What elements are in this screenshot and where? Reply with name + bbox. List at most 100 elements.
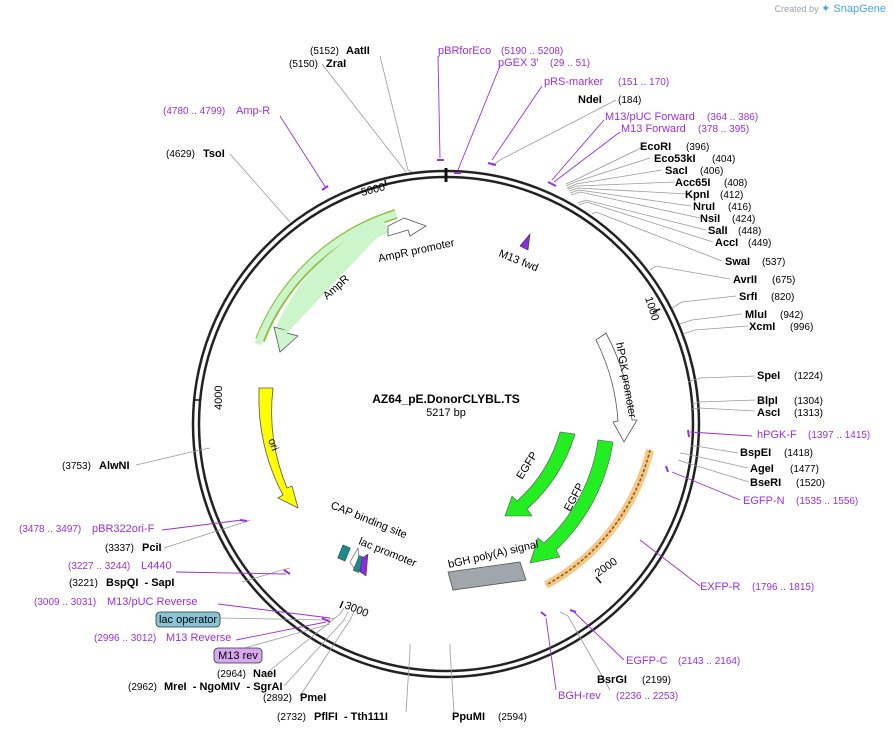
lac-operator-badge[interactable]	[155, 611, 221, 628]
primer-egfp-n[interactable]: EGFP-N	[743, 495, 785, 507]
site-ecori-pos: (396)	[686, 142, 709, 153]
site-kpni-pos: (412)	[720, 190, 743, 201]
site-eco53ki[interactable]: Eco53kI	[654, 153, 696, 165]
snapgene-logo: ✦ SnapGene	[821, 3, 886, 15]
primer-pbrforeco[interactable]: pBRforEco	[438, 45, 491, 57]
site-avrii[interactable]: AvrII	[733, 274, 757, 286]
primer-pgex3-range: (29 .. 51)	[550, 58, 590, 69]
m13-rev-arrow[interactable]	[359, 553, 369, 577]
site-blpi-pos: (1304)	[794, 396, 823, 407]
primer-m13-reverse[interactable]: M13 Reverse	[166, 632, 231, 644]
site-naei-pos: (2964)	[217, 669, 246, 680]
ampr-promoter-arrow[interactable]	[387, 217, 427, 237]
site-saci-pos: (406)	[700, 166, 723, 177]
site-agei-pos: (1477)	[790, 464, 819, 475]
site-nsii[interactable]: NsiI	[700, 213, 720, 225]
ori-label: ori	[265, 437, 280, 453]
primer-pbrforeco-range: (5190 .. 5208)	[501, 46, 563, 57]
primer-prs-marker[interactable]: pRS-marker	[544, 76, 604, 88]
site-bspei[interactable]: BspEI	[740, 447, 771, 459]
primer-marks	[239, 159, 690, 623]
site-saci[interactable]: SacI	[665, 165, 688, 177]
site-pmei[interactable]: PmeI	[300, 692, 326, 704]
site-naei[interactable]: NaeI	[253, 668, 276, 680]
site-pcii[interactable]: PciI	[142, 542, 162, 554]
site-zrai[interactable]: ZraI	[326, 58, 346, 70]
m13-rev-badge[interactable]	[213, 647, 263, 664]
site-asci-pos: (1313)	[794, 408, 823, 419]
site-aatii-pos: (5152)	[310, 46, 339, 57]
site-xcmi-pos: (996)	[790, 322, 813, 333]
primer-exfp-r-range: (1796 .. 1815)	[752, 582, 814, 593]
site-alwni[interactable]: AlwNI	[99, 460, 130, 472]
primer-hpgk-f[interactable]: hPGK-F	[757, 429, 797, 441]
site-bspqi[interactable]: BspQI - SapI	[106, 577, 174, 589]
site-ecori[interactable]: EcoRI	[640, 141, 671, 153]
primer-pgex3[interactable]: pGEX 3'	[498, 57, 539, 69]
primer-l4440-range: (3227 .. 3244)	[68, 561, 130, 572]
m13-fwd-arrow[interactable]	[519, 233, 531, 251]
site-bsrgi[interactable]: BsrGI	[597, 674, 627, 686]
site-tsoi[interactable]: TsoI	[203, 148, 225, 160]
site-avrii-pos: (675)	[772, 275, 795, 286]
primer-m13-reverse-range: (2996 .. 3012)	[94, 633, 156, 644]
egfp-outer-arrow[interactable]	[529, 439, 614, 564]
primer-bgh-rev[interactable]: BGH-rev	[558, 690, 601, 702]
site-agei[interactable]: AgeI	[750, 463, 774, 475]
site-ppumi[interactable]: PpuMI	[452, 711, 485, 723]
primer-exfp-r[interactable]: EXFP-R	[700, 581, 740, 593]
site-pflfi[interactable]: PflFI - Tth111I	[314, 711, 388, 723]
ori-arrow[interactable]	[258, 387, 299, 509]
bgh-polya-box[interactable]	[447, 561, 527, 591]
site-kpni[interactable]: KpnI	[685, 189, 709, 201]
site-bseri[interactable]: BseRI	[750, 477, 781, 489]
site-aatii[interactable]: AatII	[346, 45, 370, 57]
primer-pbr322ori-f[interactable]: pBR322ori-F	[92, 523, 155, 535]
plasmid-size: 5217 bp	[426, 407, 466, 419]
site-swai[interactable]: SwaI	[725, 256, 750, 268]
m13-rev-label: M13 rev	[218, 650, 258, 662]
site-spei[interactable]: SpeI	[757, 370, 780, 382]
restriction-sites: (5152) AatII (5150) ZraI NdeI (184) EcoR…	[62, 45, 825, 723]
site-ndei-pos: (184)	[618, 95, 641, 106]
hpgk-promoter-arrow[interactable]	[595, 332, 638, 443]
created-by-text: Created by	[774, 4, 819, 14]
egfp-inner-arrow[interactable]	[504, 431, 576, 517]
site-nsii-pos: (424)	[732, 214, 755, 225]
site-blpi[interactable]: BlpI	[757, 395, 778, 407]
tick-5000: 5000	[360, 181, 387, 199]
site-sali[interactable]: SalI	[708, 225, 728, 237]
site-zrai-pos: (5150)	[289, 59, 318, 70]
site-acc65i[interactable]: Acc65I	[675, 177, 710, 189]
primer-m13puc-reverse-range: (3009 .. 3031)	[34, 597, 96, 608]
primer-m13-forward[interactable]: M13 Forward	[621, 123, 686, 135]
site-srfi[interactable]: SrfI	[739, 291, 757, 303]
ampr-promoter-label: AmpR promoter	[377, 237, 456, 265]
site-pmei-pos: (2892)	[263, 693, 292, 704]
cap-site-box[interactable]	[337, 544, 351, 562]
brand-credit: Created by ✦ SnapGene	[775, 2, 886, 15]
primer-m13puc-forward[interactable]: M13/pUC Forward	[605, 111, 695, 123]
site-tsoi-pos: (4629)	[166, 149, 195, 160]
site-xcmi[interactable]: XcmI	[749, 321, 775, 333]
primer-egfp-c-range: (2143 .. 2164)	[678, 656, 740, 667]
site-asci[interactable]: AscI	[757, 407, 780, 419]
site-bsrgi-pos: (2199)	[642, 675, 671, 686]
site-mlui[interactable]: MluI	[745, 309, 767, 321]
primer-egfp-c[interactable]: EGFP-C	[626, 655, 668, 667]
site-mrei-pos: (2962)	[128, 682, 157, 693]
site-ndei[interactable]: NdeI	[578, 94, 602, 106]
m13-fwd-label: M13 fwd	[497, 248, 540, 275]
primer-m13puc-reverse[interactable]: M13/pUC Reverse	[107, 596, 197, 608]
plasmid-name: AZ64_pE.DonorCLYBL.TS	[372, 392, 520, 406]
primers: pBRforEco (5190 .. 5208) pGEX 3' (29 .. …	[19, 45, 870, 702]
site-acci[interactable]: AccI	[715, 237, 738, 249]
site-bseri-pos: (1520)	[796, 478, 825, 489]
site-nrui[interactable]: NruI	[693, 201, 715, 213]
ampr-body	[276, 219, 389, 332]
primer-amp-r[interactable]: Amp-R	[236, 105, 270, 117]
tick-4000: 4000	[213, 386, 225, 410]
site-mrei[interactable]: MreI - NgoMIV - SgrAI	[164, 681, 283, 693]
primer-l4440[interactable]: L4440	[141, 560, 172, 572]
tick-3000: 3000	[343, 600, 370, 620]
